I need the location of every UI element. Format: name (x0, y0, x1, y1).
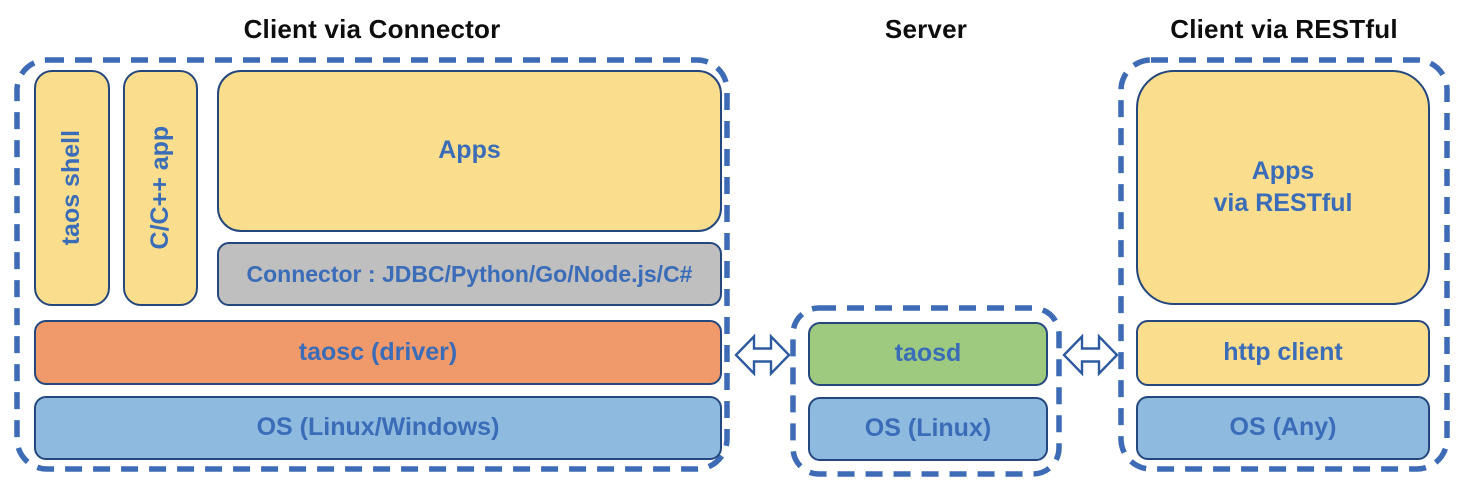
taosc-driver-label: taosc (driver) (298, 337, 458, 366)
apps-box: Apps (217, 70, 722, 232)
apps-via-restful-label-line1: Apps (1251, 157, 1315, 186)
os-any-label: OS (Any) (1229, 413, 1337, 442)
section-title-client-restful: Client via RESTful (1170, 14, 1398, 44)
apps-label: Apps (438, 136, 501, 165)
os-linux-label: OS (Linux) (864, 414, 992, 443)
os-linux-windows-label: OS (Linux/Windows) (256, 413, 500, 442)
apps-via-restful-box: Apps via RESTful (1136, 70, 1430, 305)
taos-shell-label: taos shell (57, 130, 86, 246)
connector-label: Connector : JDBC/Python/Go/Node.js/C# (246, 260, 693, 287)
client-restful-group-outline (1118, 57, 1450, 472)
server-group-outline (790, 305, 1062, 477)
http-client-box: http client (1136, 320, 1430, 386)
taosd-label: taosd (894, 339, 962, 368)
taos-shell-box: taos shell (34, 70, 110, 306)
section-title-server: Server (884, 14, 968, 44)
connector-server-double-arrow-icon (734, 333, 791, 377)
os-any-box: OS (Any) (1136, 396, 1430, 460)
os-linux-box: OS (Linux) (808, 397, 1048, 461)
cpp-app-label: C/C++ app (145, 126, 174, 250)
connector-box: Connector : JDBC/Python/Go/Node.js/C# (217, 242, 722, 306)
http-client-label: http client (1223, 338, 1343, 367)
os-linux-windows-box: OS (Linux/Windows) (34, 396, 722, 460)
cpp-app-box: C/C++ app (123, 70, 198, 306)
taosd-box: taosd (808, 322, 1048, 386)
section-title-client-connector: Client via Connector (243, 14, 501, 44)
apps-via-restful-label-line2: via RESTful (1213, 188, 1353, 217)
taosc-driver-box: taosc (driver) (34, 320, 722, 385)
client-connector-group-outline (14, 57, 730, 472)
server-restful-double-arrow-icon (1062, 333, 1119, 377)
